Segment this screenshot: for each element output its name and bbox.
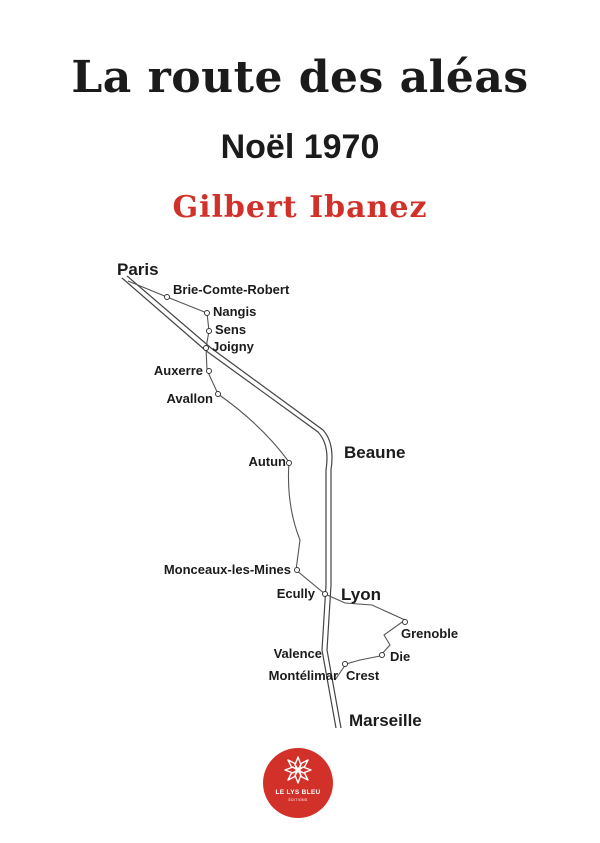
motorway-line-east	[126, 275, 342, 729]
marker-joigny	[203, 345, 209, 351]
lily-flower-icon	[284, 756, 312, 784]
label-sens: Sens	[215, 322, 246, 337]
label-montelimar: Montélimar	[269, 668, 338, 683]
marker-nangis	[204, 310, 210, 316]
route-path	[127, 280, 407, 681]
marker-auxerre	[206, 368, 212, 374]
marker-ecully	[322, 591, 328, 597]
label-grenoble: Grenoble	[401, 626, 458, 641]
publisher-name: LE LYS BLEU	[275, 789, 321, 796]
book-author: Gilbert Ibanez	[172, 190, 428, 225]
label-lyon: Lyon	[341, 585, 381, 604]
label-joigny: Joigny	[212, 339, 255, 354]
book-title: La route des aléas	[71, 52, 529, 103]
label-avallon: Avallon	[167, 391, 214, 406]
label-brie: Brie-Comte-Robert	[173, 282, 290, 297]
marker-sens	[206, 328, 212, 334]
motorway-line-west	[121, 277, 337, 729]
marker-grenoble	[402, 619, 408, 625]
label-marseille: Marseille	[349, 711, 422, 730]
town-markers	[164, 294, 408, 667]
marker-avallon	[215, 391, 221, 397]
motorway-lines	[121, 275, 342, 729]
publisher-subtitle: ÉDITIONS	[288, 798, 308, 802]
label-monceaux: Monceaux-les-Mines	[164, 562, 291, 577]
label-ecully: Ecully	[277, 586, 316, 601]
label-nangis: Nangis	[213, 304, 256, 319]
label-crest: Crest	[346, 668, 380, 683]
marker-brie	[164, 294, 170, 300]
label-beaune: Beaune	[344, 443, 405, 462]
marker-monceaux	[294, 567, 300, 573]
book-subtitle: Noël 1970	[220, 128, 380, 166]
label-autun: Autun	[248, 454, 286, 469]
label-valence: Valence	[274, 646, 322, 661]
label-auxerre: Auxerre	[154, 363, 203, 378]
marker-autun	[286, 460, 292, 466]
label-paris: Paris	[117, 260, 159, 279]
marker-die	[379, 652, 385, 658]
label-die: Die	[390, 649, 410, 664]
publisher-logo: LE LYS BLEU ÉDITIONS	[263, 748, 333, 818]
marker-crest	[342, 661, 348, 667]
